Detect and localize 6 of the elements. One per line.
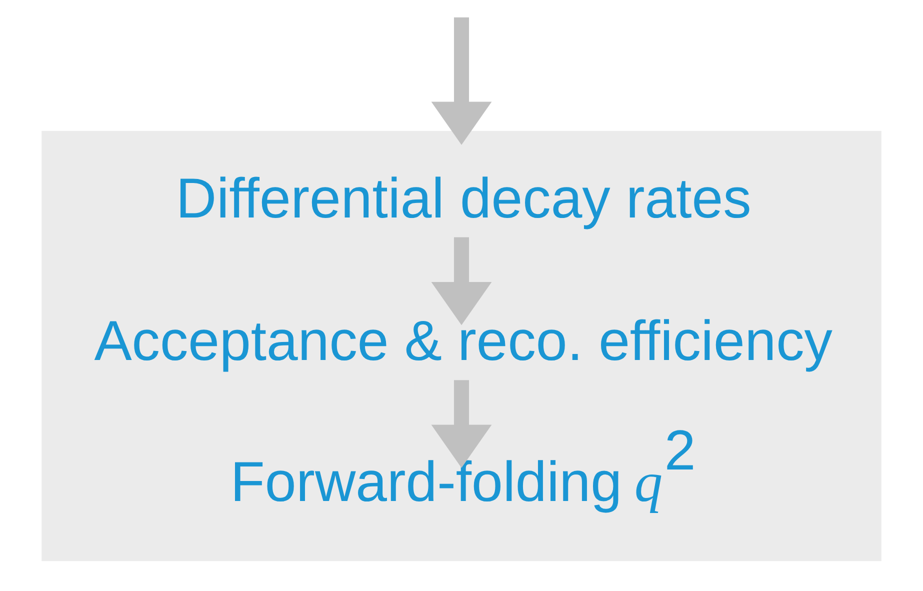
arrow — [431, 17, 492, 145]
cluster — [42, 130, 882, 562]
arrow — [431, 237, 492, 326]
node-text: Acceptance & reco. efficiency — [94, 309, 833, 372]
arrow — [431, 380, 492, 468]
node-text: Differential decay rates — [176, 166, 752, 230]
